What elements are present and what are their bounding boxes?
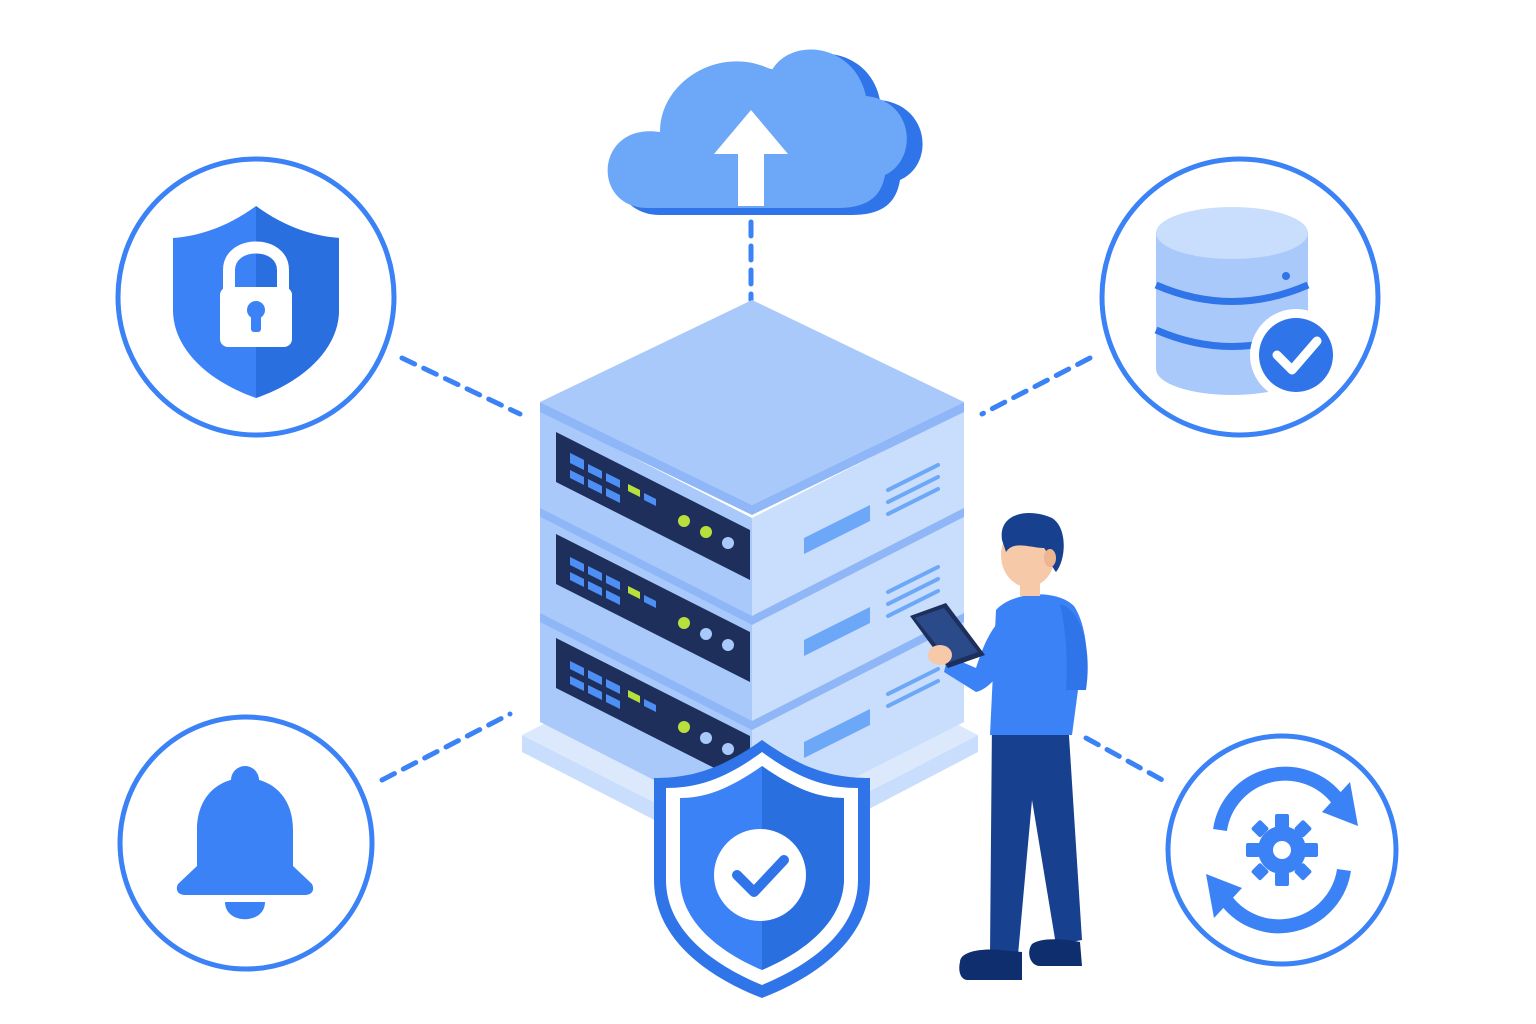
server-panel-2 [556,534,750,682]
server-panel-lights [570,455,734,755]
notification-bell-icon [176,766,314,920]
shield-check-icon [654,740,870,998]
server-rack-icon [522,300,978,870]
connector-bell [379,711,513,783]
server-side-vents [804,463,940,758]
cloud-upload-icon [607,49,923,215]
sync-settings-icon [1206,766,1358,934]
dashed-connectors [379,219,1169,785]
sync-settings-circle [1165,733,1399,967]
connector-lock [399,355,523,417]
security-lock-icon [173,206,339,398]
connector-database [979,355,1093,417]
database-verified-circle [1099,156,1381,438]
administrator-with-tablet [910,513,1088,980]
connector-sync [1083,735,1169,785]
upload-arrow-icon [714,110,788,206]
notification-bell-circle [117,714,375,972]
verified-check-icon [1250,309,1342,401]
server-panel-3 [556,638,750,786]
gear-icon [1246,814,1318,886]
security-lock-circle [115,156,397,438]
